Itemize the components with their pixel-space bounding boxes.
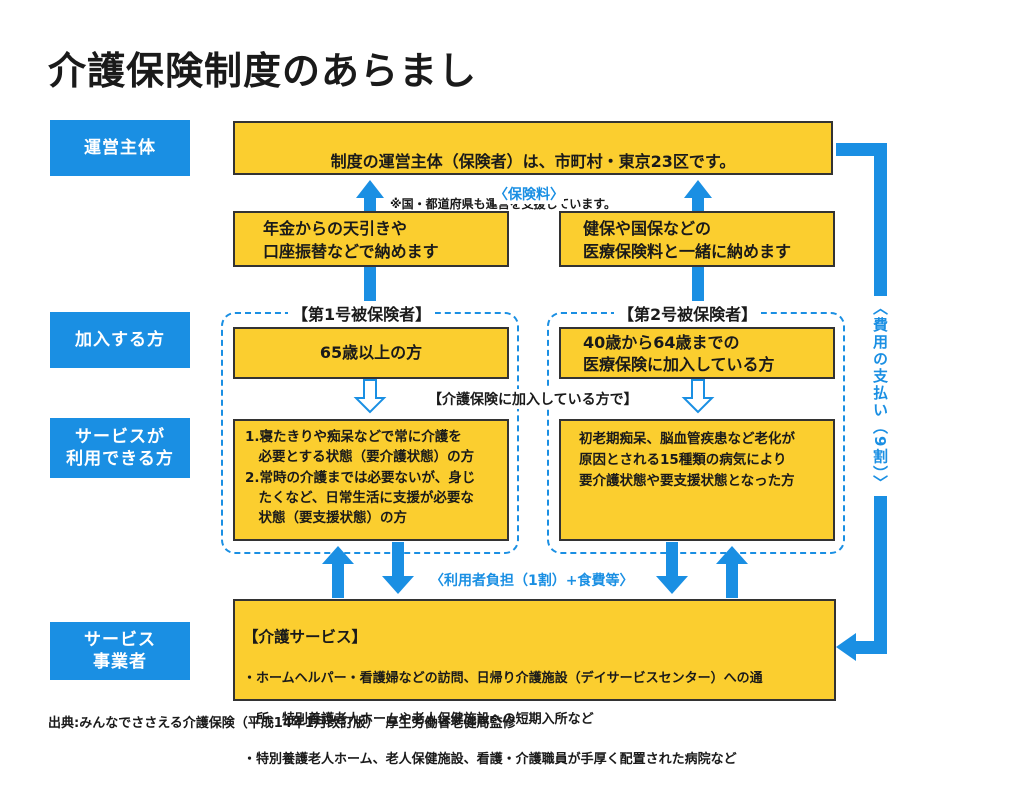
stem-left <box>364 266 376 306</box>
operator-main-text: 制度の運営主体（保険者）は、市町村・東京23区です。 <box>330 152 736 172</box>
source-citation: 出典:みんなでささえる介護保険（平成14年1月改訂版） 厚生労働省老健局監修 <box>48 716 516 731</box>
page-title: 介護保険制度のあらまし <box>48 49 478 93</box>
stem-right <box>692 266 704 306</box>
label-operator: 運営主体 <box>50 120 190 176</box>
hollow-arrow-left <box>353 379 387 414</box>
premium-label: 〈保険料〉 <box>494 184 564 204</box>
insured-note: 【介護保険に加入している方で】 <box>428 389 638 409</box>
arrow-down-bottom-right <box>656 542 688 594</box>
group1-who: 65歳以上の方 <box>233 327 509 379</box>
arrow-up-left <box>356 180 384 212</box>
group2-eligibility: 初老期痴呆、脳血管疾患など老化が 原因とされる15種類の病気により 要介護状態や… <box>559 419 835 541</box>
group1-eligibility: 1.寝たきりや痴呆などで常に介護を 必要とする状態（要介護状態）の方 2.常時の… <box>233 419 509 541</box>
arrow-down-bottom-left <box>382 542 414 594</box>
pay-method-left: 年金からの天引きや 口座振替などで納めます <box>233 211 509 267</box>
arrow-up-bottom-left <box>322 546 354 598</box>
cost-payment-label: 〈費用の支払い（9割）〉 <box>870 296 891 496</box>
loop-bottom <box>852 641 887 654</box>
service-heading: 【介護サービス】 <box>243 628 368 647</box>
arrow-up-right <box>684 180 712 212</box>
label-member: 加入する方 <box>50 312 190 368</box>
copay-label: 〈利用者負担（1割）+食費等〉 <box>430 570 634 590</box>
group2-who: 40歳から64歳までの 医療保険に加入している方 <box>559 327 835 379</box>
label-user: サービスが 利用できる方 <box>50 418 190 478</box>
arrow-up-bottom-right <box>716 546 748 598</box>
operator-box: 制度の運営主体（保険者）は、市町村・東京23区です。 ※国・都道府県も運営を支援… <box>233 121 833 211</box>
arrow-left-loop <box>836 633 856 661</box>
service-box: 【介護サービス】 ・ホームヘルパー・看護婦などの訪問、日帰り介護施設（デイサービ… <box>233 599 836 767</box>
service-item: ・ホームヘルパー・看護婦などの訪問、日帰り介護施設（デイサービスセンター）への通 <box>243 671 763 687</box>
pay-method-right: 健保や国保などの 医療保険料と一緒に納めます <box>559 211 835 267</box>
label-provider: サービス 事業者 <box>50 622 190 680</box>
group1-header: 【第1号被保険者】 <box>288 301 436 325</box>
hollow-arrow-right <box>681 379 715 414</box>
service-item: 所、特別養護老人ホームや老人保健施設への短期入所など <box>243 711 594 727</box>
loop-top <box>836 143 886 156</box>
group2-header: 【第2号被保険者】 <box>614 301 762 325</box>
service-item: ・特別養護老人ホーム、老人保健施設、看護・介護職員が手厚く配置された病院など <box>243 751 737 767</box>
